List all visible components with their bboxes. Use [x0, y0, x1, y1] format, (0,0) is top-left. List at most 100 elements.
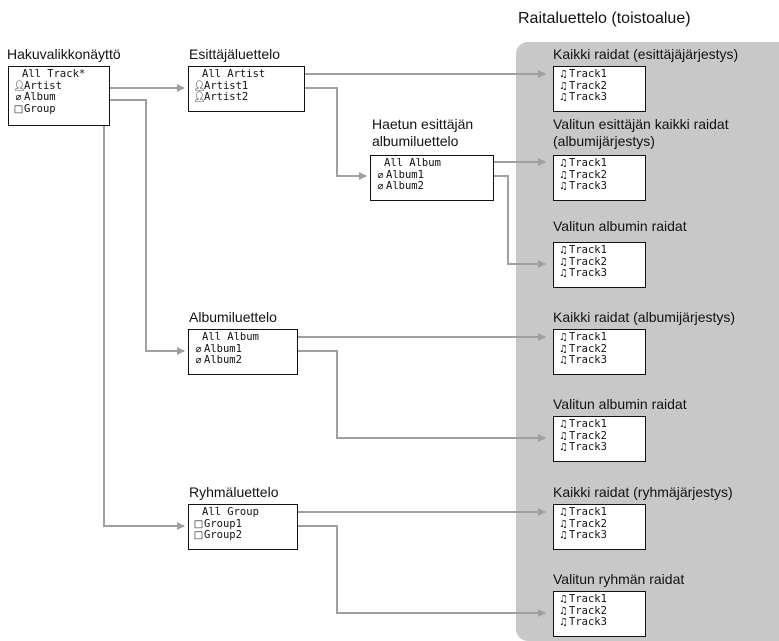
list-item-track1: ♫Track1 — [559, 68, 607, 80]
track-list-box: ♫Track1 ♫Track2 ♫Track3 — [553, 416, 646, 462]
artist-list-box: All Artist 👤︎Artist1 👤︎Artist2 — [188, 66, 305, 112]
group-list-title: Ryhmäluettelo — [189, 484, 279, 500]
track-list-box: ♫Track1 ♫Track2 ♫Track3 — [553, 329, 646, 375]
music-note-icon: ♫ — [559, 355, 568, 366]
menu-item-artist: 👤︎Artist — [13, 79, 62, 92]
track-list-title: Valitun esittäjän kaikki raidat — [553, 116, 729, 132]
person-icon: 👤︎ — [13, 80, 26, 92]
list-item-track1: ♫Track1 — [559, 418, 607, 430]
list-item-artist2: 👤︎Artist2 — [193, 91, 249, 103]
list-item-track1: ♫Track1 — [559, 157, 607, 169]
list-item-track3: ♫Track3 — [559, 180, 607, 192]
music-note-icon: ♫ — [559, 69, 568, 80]
list-item-group1: □Group1 — [193, 517, 242, 530]
person-icon: 👤︎ — [193, 92, 206, 103]
list-item-all-group: All Group — [202, 506, 259, 518]
disc-icon: ⌀ — [377, 181, 384, 192]
list-item-track3: ♫Track3 — [559, 441, 607, 453]
disc-icon: ⌀ — [15, 92, 22, 103]
music-note-icon: ♫ — [559, 256, 568, 268]
track-list-title: Valitun ryhmän raidat — [553, 571, 685, 587]
disc-icon: ⌀ — [195, 355, 202, 366]
list-item-track2: ♫Track2 — [559, 168, 607, 181]
music-note-icon: ♫ — [559, 181, 568, 192]
track-list-box: ♫Track1 ♫Track2 ♫Track3 — [553, 242, 646, 288]
menu-item-album: ⌀Album — [13, 91, 109, 104]
track-list-box: ♫Track1 ♫Track2 ♫Track3 — [553, 591, 646, 637]
track-list-box: ♫Track1 ♫Track2 ♫Track3 — [553, 155, 646, 201]
disc-icon: ⌀ — [195, 343, 202, 355]
list-item-all-artist: All Artist — [202, 68, 266, 80]
track-list-title: Kaikki raidat (albumijärjestys) — [553, 309, 736, 325]
arrow-album-to-album-list — [94, 99, 185, 355]
music-note-icon: ♫ — [559, 605, 568, 617]
folder-icon: □ — [193, 530, 204, 541]
list-item-artist1: 👤︎Artist1 — [193, 79, 249, 92]
list-item-track2: ♫Track2 — [559, 79, 607, 92]
music-note-icon: ♫ — [559, 507, 568, 518]
list-item-track1: ♫Track1 — [559, 244, 607, 256]
list-item-track3: ♫Track3 — [559, 616, 607, 628]
music-note-icon: ♫ — [559, 617, 568, 628]
arrow-group-to-group-list — [94, 112, 185, 530]
music-note-icon: ♫ — [559, 530, 568, 541]
music-note-icon: ♫ — [559, 343, 568, 355]
music-note-icon: ♫ — [559, 92, 568, 103]
track-list-box: ♫Track1 ♫Track2 ♫Track3 — [553, 66, 646, 112]
list-item-track2: ♫Track2 — [559, 517, 607, 530]
list-item-track1: ♫Track1 — [559, 593, 607, 605]
album-list-title: Albumiluettelo — [189, 309, 277, 325]
list-item-all-album: All Album — [384, 157, 441, 169]
list-item-track3: ♫Track3 — [559, 354, 607, 366]
music-note-icon: ♫ — [559, 158, 568, 169]
music-note-icon: ♫ — [559, 268, 568, 279]
list-item-track3: ♫Track3 — [559, 267, 607, 279]
list-item-track1: ♫Track1 — [559, 506, 607, 518]
playback-area-heading: Raitaluettelo (toistoalue) — [518, 10, 691, 27]
artist-album-list-title-line2: albumiluettelo — [372, 133, 459, 149]
arrow-album1-to-tracks — [270, 350, 546, 442]
list-item-track2: ♫Track2 — [559, 604, 607, 617]
music-note-icon: ♫ — [559, 442, 568, 453]
list-item-track1: ♫Track1 — [559, 331, 607, 343]
menu-item-all-track: All Track* — [22, 68, 86, 80]
music-note-icon: ♫ — [559, 169, 568, 181]
music-note-icon: ♫ — [559, 419, 568, 430]
music-note-icon: ♫ — [559, 245, 568, 256]
list-item-album1: ⌀Album1 — [193, 343, 297, 356]
music-note-icon: ♫ — [559, 518, 568, 530]
list-item-track2: ♫Track2 — [559, 429, 607, 442]
arrow-group1-to-tracks — [270, 525, 546, 617]
disc-icon: ⌀ — [377, 169, 384, 181]
list-item-track2: ♫Track2 — [559, 255, 607, 268]
track-list-subtitle: (albumijärjestys) — [553, 133, 655, 149]
folder-icon: □ — [193, 518, 204, 530]
folder-icon: □ — [13, 103, 24, 115]
track-list-title: Kaikki raidat (esittäjäjärjestys) — [553, 46, 739, 62]
music-note-icon: ♫ — [559, 594, 568, 605]
person-icon: 👤︎ — [193, 80, 206, 92]
artist-album-list-box: All Album ⌀Album1 ⌀Album2 — [370, 155, 494, 201]
list-item-group2: □Group2 — [193, 529, 242, 541]
music-note-icon: ♫ — [559, 80, 568, 92]
menu-item-group: □Group — [13, 102, 56, 115]
artist-list-title: Esittäjäluettelo — [189, 46, 281, 62]
list-item-album1: ⌀Album1 — [375, 169, 493, 182]
music-note-icon: ♫ — [559, 332, 568, 343]
search-menu-box: All Track* 👤︎Artist ⌀Album □Group — [8, 66, 110, 126]
album-list-box: All Album ⌀Album1 ⌀Album2 — [188, 329, 298, 375]
list-item-all-album: All Album — [202, 331, 259, 343]
artist-album-list-title-line1: Haetun esittäjän — [372, 116, 474, 132]
list-item-track2: ♫Track2 — [559, 342, 607, 355]
group-list-box: All Group □Group1 □Group2 — [188, 504, 298, 550]
search-menu-title: Hakuvalikkonäyttö — [7, 46, 121, 62]
music-note-icon: ♫ — [559, 430, 568, 442]
arrow-artist1-to-albums — [287, 87, 367, 180]
track-list-title: Kaikki raidat (ryhmäjärjestys) — [553, 484, 733, 500]
list-item-album2: ⌀Album2 — [193, 354, 297, 367]
track-list-title: Valitun albumin raidat — [553, 218, 687, 234]
list-item-track3: ♫Track3 — [559, 529, 607, 541]
list-item-track3: ♫Track3 — [559, 91, 607, 103]
list-item-album2: ⌀Album2 — [375, 180, 493, 193]
track-list-title: Valitun albumin raidat — [553, 396, 687, 412]
